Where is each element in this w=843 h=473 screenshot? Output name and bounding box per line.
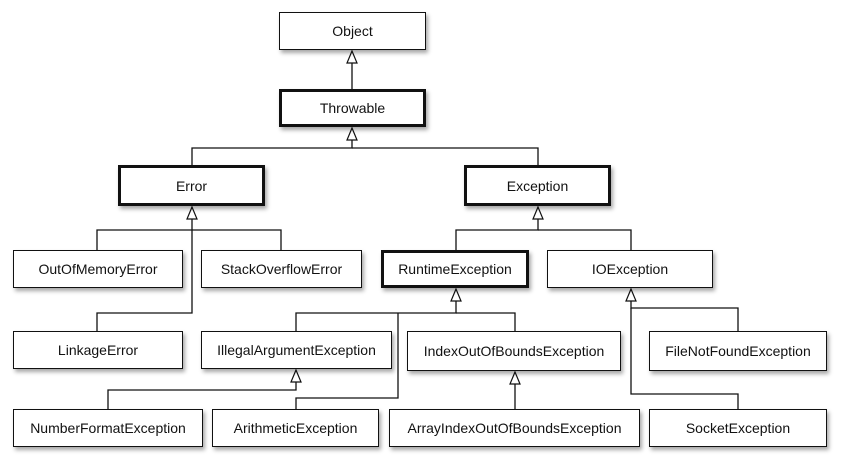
node-file-not-found-exception-label: FileNotFoundException <box>665 343 811 359</box>
node-illegal-argument-exception-label: IllegalArgumentException <box>217 342 376 358</box>
node-exception-label: Exception <box>506 177 569 194</box>
inheritance-arrow-illegal-argument-exception <box>290 368 302 383</box>
node-error-label: Error <box>175 177 208 194</box>
inheritance-arrow-exception <box>532 205 544 220</box>
node-io-exception-label: IOException <box>591 261 669 277</box>
inheritance-arrow-index-out-of-bounds-exception <box>509 370 521 385</box>
edge-socket-exception <box>630 308 739 409</box>
edge-error-throwable <box>191 135 353 165</box>
edge-exception-throwable <box>352 147 539 165</box>
node-out-of-memory-error: OutOfMemoryError <box>13 250 183 288</box>
inheritance-arrow-object <box>346 49 358 64</box>
inheritance-arrow-error <box>186 205 198 220</box>
node-arithmetic-exception: ArithmeticException <box>212 409 379 447</box>
node-linkage-error-label: LinkageError <box>57 342 139 358</box>
node-file-not-found-exception: FileNotFoundException <box>649 331 827 371</box>
node-out-of-memory-error-label: OutOfMemoryError <box>38 261 158 277</box>
node-stack-overflow-error: StackOverflowError <box>201 250 362 288</box>
node-throwable-label: Throwable <box>319 100 386 116</box>
node-arithmetic-exception-label: ArithmeticException <box>233 420 358 436</box>
edge-index-out-of-bounds-exception <box>456 312 516 331</box>
node-index-out-of-bounds-exception: IndexOutOfBoundsException <box>407 331 621 371</box>
node-socket-exception-label: SocketException <box>685 420 791 436</box>
node-socket-exception: SocketException <box>649 409 827 447</box>
inheritance-arrow-throwable <box>346 126 358 141</box>
edge-file-not-found-exception <box>630 296 739 331</box>
edge-runtime-exception <box>455 214 539 250</box>
node-runtime-exception: RuntimeException <box>381 250 529 288</box>
node-error: Error <box>118 165 265 206</box>
edge-linkage-error <box>96 213 193 331</box>
inheritance-arrow-io-exception <box>625 287 637 302</box>
node-number-format-exception-label: NumberFormatException <box>30 420 186 436</box>
edge-stack-overflow-error <box>192 229 282 250</box>
inheritance-arrow-runtime-exception <box>450 287 462 302</box>
node-exception: Exception <box>464 165 611 206</box>
node-array-index-out-of-bounds-exception: ArrayIndexOutOfBoundsException <box>389 409 640 447</box>
edge-io-exception <box>538 229 632 250</box>
edge-illegal-argument-exception <box>295 296 457 331</box>
node-stack-overflow-error-label: StackOverflowError <box>220 261 343 277</box>
node-object-label: Object <box>332 23 373 39</box>
node-number-format-exception: NumberFormatException <box>13 409 203 447</box>
node-index-out-of-bounds-exception-label: IndexOutOfBoundsException <box>423 343 605 359</box>
node-object: Object <box>279 12 426 50</box>
node-array-index-out-of-bounds-exception-label: ArrayIndexOutOfBoundsException <box>407 420 622 436</box>
edge-number-format-exception <box>107 377 297 409</box>
node-throwable: Throwable <box>279 89 426 127</box>
node-linkage-error: LinkageError <box>13 331 183 369</box>
edge-arithmetic-exception <box>295 313 399 409</box>
node-illegal-argument-exception: IllegalArgumentException <box>201 331 392 369</box>
node-io-exception: IOException <box>547 250 713 288</box>
node-runtime-exception-label: RuntimeException <box>398 261 512 277</box>
edge-out-of-memory-error <box>96 229 192 250</box>
